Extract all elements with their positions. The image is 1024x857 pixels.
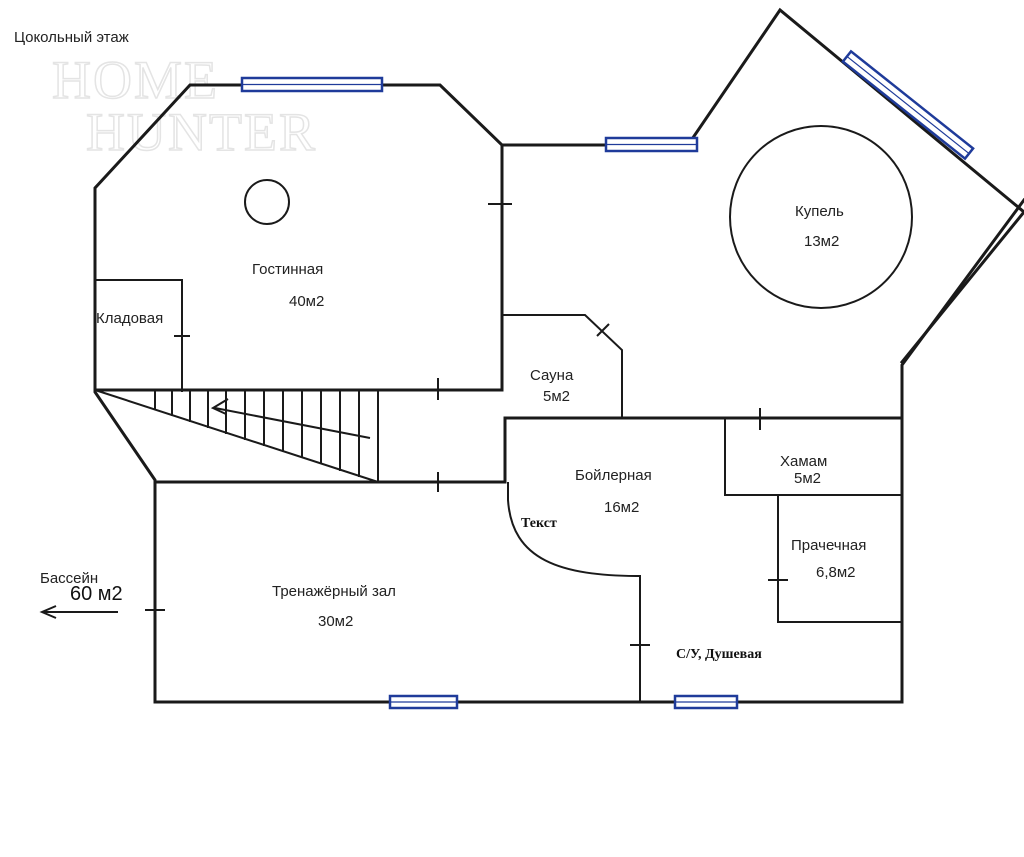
boiler-room-area: 16м2 <box>604 499 639 516</box>
laundry-name: Прачечная <box>791 537 866 554</box>
window-font-north <box>841 49 975 161</box>
font-room-name: Купель <box>795 203 844 220</box>
gym-area: 30м2 <box>318 613 353 630</box>
storage-room-name: Кладовая <box>96 310 163 327</box>
font-room-area: 13м2 <box>804 233 839 250</box>
stairs-arrow-head <box>210 398 229 415</box>
hamam-name: Хамам <box>780 453 827 470</box>
living-room-name: Гостинная <box>252 261 323 278</box>
sauna-name: Сауна <box>530 367 574 384</box>
plunge-pool-circle <box>729 125 913 309</box>
laundry-wall <box>777 495 902 623</box>
pool-direction-arrow <box>39 605 118 619</box>
bathroom-name: С/У, Душевая <box>676 647 762 662</box>
living-room-area: 40м2 <box>289 293 324 310</box>
sauna-area: 5м2 <box>543 388 570 405</box>
doors <box>145 203 788 646</box>
stairs-diagonal <box>94 389 379 483</box>
interior-walls <box>93 279 904 702</box>
windows <box>240 49 975 710</box>
living-room-outline <box>93 83 1024 704</box>
pool-area: 60 м2 <box>70 583 123 605</box>
outer-walls <box>93 7 1024 704</box>
room-labels: Гостинная 40м2 Кладовая Купель 13м2 Саун… <box>40 203 866 662</box>
font-room-outline <box>500 7 1024 214</box>
sauna-wall <box>502 314 623 418</box>
gym-name: Тренажёрный зал <box>272 583 396 600</box>
bathroom-curved-wall <box>507 482 641 702</box>
hamam-area: 5м2 <box>794 470 821 487</box>
hamam-wall <box>724 418 902 496</box>
storage-wall <box>95 279 183 392</box>
boiler-room-name: Бойлерная <box>575 467 652 484</box>
watermark-line2: HUNTER <box>86 102 317 162</box>
living-column <box>244 179 290 225</box>
text-placeholder-label: Текст <box>521 516 557 531</box>
laundry-area: 6,8м2 <box>816 564 856 581</box>
stairs-direction-arrow <box>214 407 371 439</box>
door-sauna <box>596 323 610 337</box>
staircase <box>94 389 379 483</box>
pool-name: Бассейн <box>40 570 98 587</box>
page-title: Цокольный этаж <box>14 29 129 46</box>
font-room-east-wall <box>899 209 1024 365</box>
watermark-line1: HOME <box>52 50 219 110</box>
watermark: HOME HUNTER <box>51 49 317 163</box>
